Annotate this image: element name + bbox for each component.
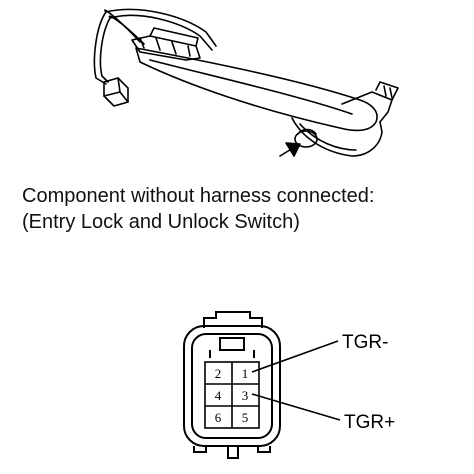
pin-number: 5 <box>242 410 249 425</box>
pin-number: 2 <box>215 366 222 381</box>
connector-latch <box>203 311 263 328</box>
pin-number: 6 <box>215 410 222 425</box>
caption-line-1: Component without harness connected: <box>22 185 375 207</box>
leader-tgr-minus <box>251 340 339 373</box>
label-tgr-plus: TGR+ <box>344 412 395 433</box>
leader-tgr-plus <box>251 393 341 421</box>
door-handle-illustration <box>93 8 399 157</box>
pin-number: 4 <box>215 388 222 403</box>
label-tgr-minus: TGR- <box>342 332 388 353</box>
pin-number: 3 <box>242 388 249 403</box>
pin-number: 1 <box>242 366 249 381</box>
caption-line-2: (Entry Lock and Unlock Switch) <box>22 211 300 233</box>
connector-housing <box>183 325 281 447</box>
